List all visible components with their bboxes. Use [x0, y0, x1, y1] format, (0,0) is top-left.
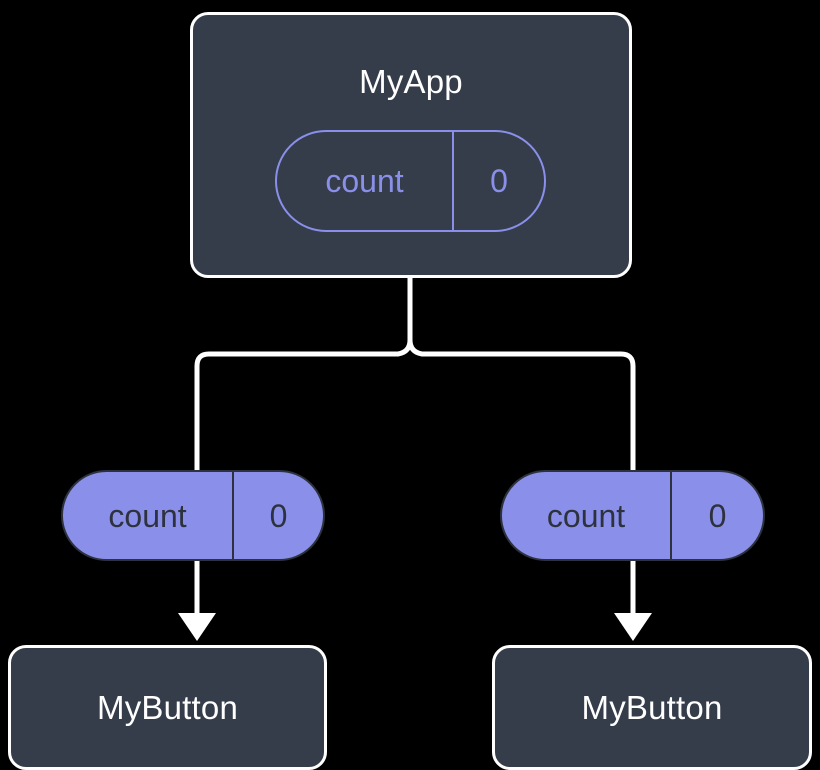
- component-name-mybutton-0: MyButton: [97, 689, 238, 726]
- state-pill-root[interactable]: count 0: [275, 130, 546, 232]
- component-node-myapp[interactable]: MyApp: [190, 12, 632, 278]
- prop-pill-child-1[interactable]: count 0: [500, 470, 765, 561]
- prop-pill-child-0[interactable]: count 0: [61, 470, 325, 561]
- prop-arrow-head-right: [614, 613, 652, 641]
- prop-pill-child-1-key: count: [546, 497, 626, 534]
- prop-pill-child-0-value: 0: [232, 472, 323, 559]
- state-pill-root-key: count: [325, 163, 404, 199]
- tree-split-connector: [194, 275, 413, 473]
- component-node-mybutton-1[interactable]: MyButton: [492, 645, 812, 770]
- prop-pill-child-0-key: count: [108, 497, 187, 534]
- component-node-mybutton-0[interactable]: MyButton: [8, 645, 327, 770]
- component-name-mybutton-1: MyButton: [581, 689, 723, 726]
- prop-pill-child-1-value: 0: [670, 472, 763, 559]
- tree-split-connector-right: [407, 337, 636, 473]
- component-name-myapp: MyApp: [359, 63, 463, 100]
- state-pill-root-value: 0: [452, 132, 544, 230]
- prop-arrow-head-left: [178, 613, 216, 641]
